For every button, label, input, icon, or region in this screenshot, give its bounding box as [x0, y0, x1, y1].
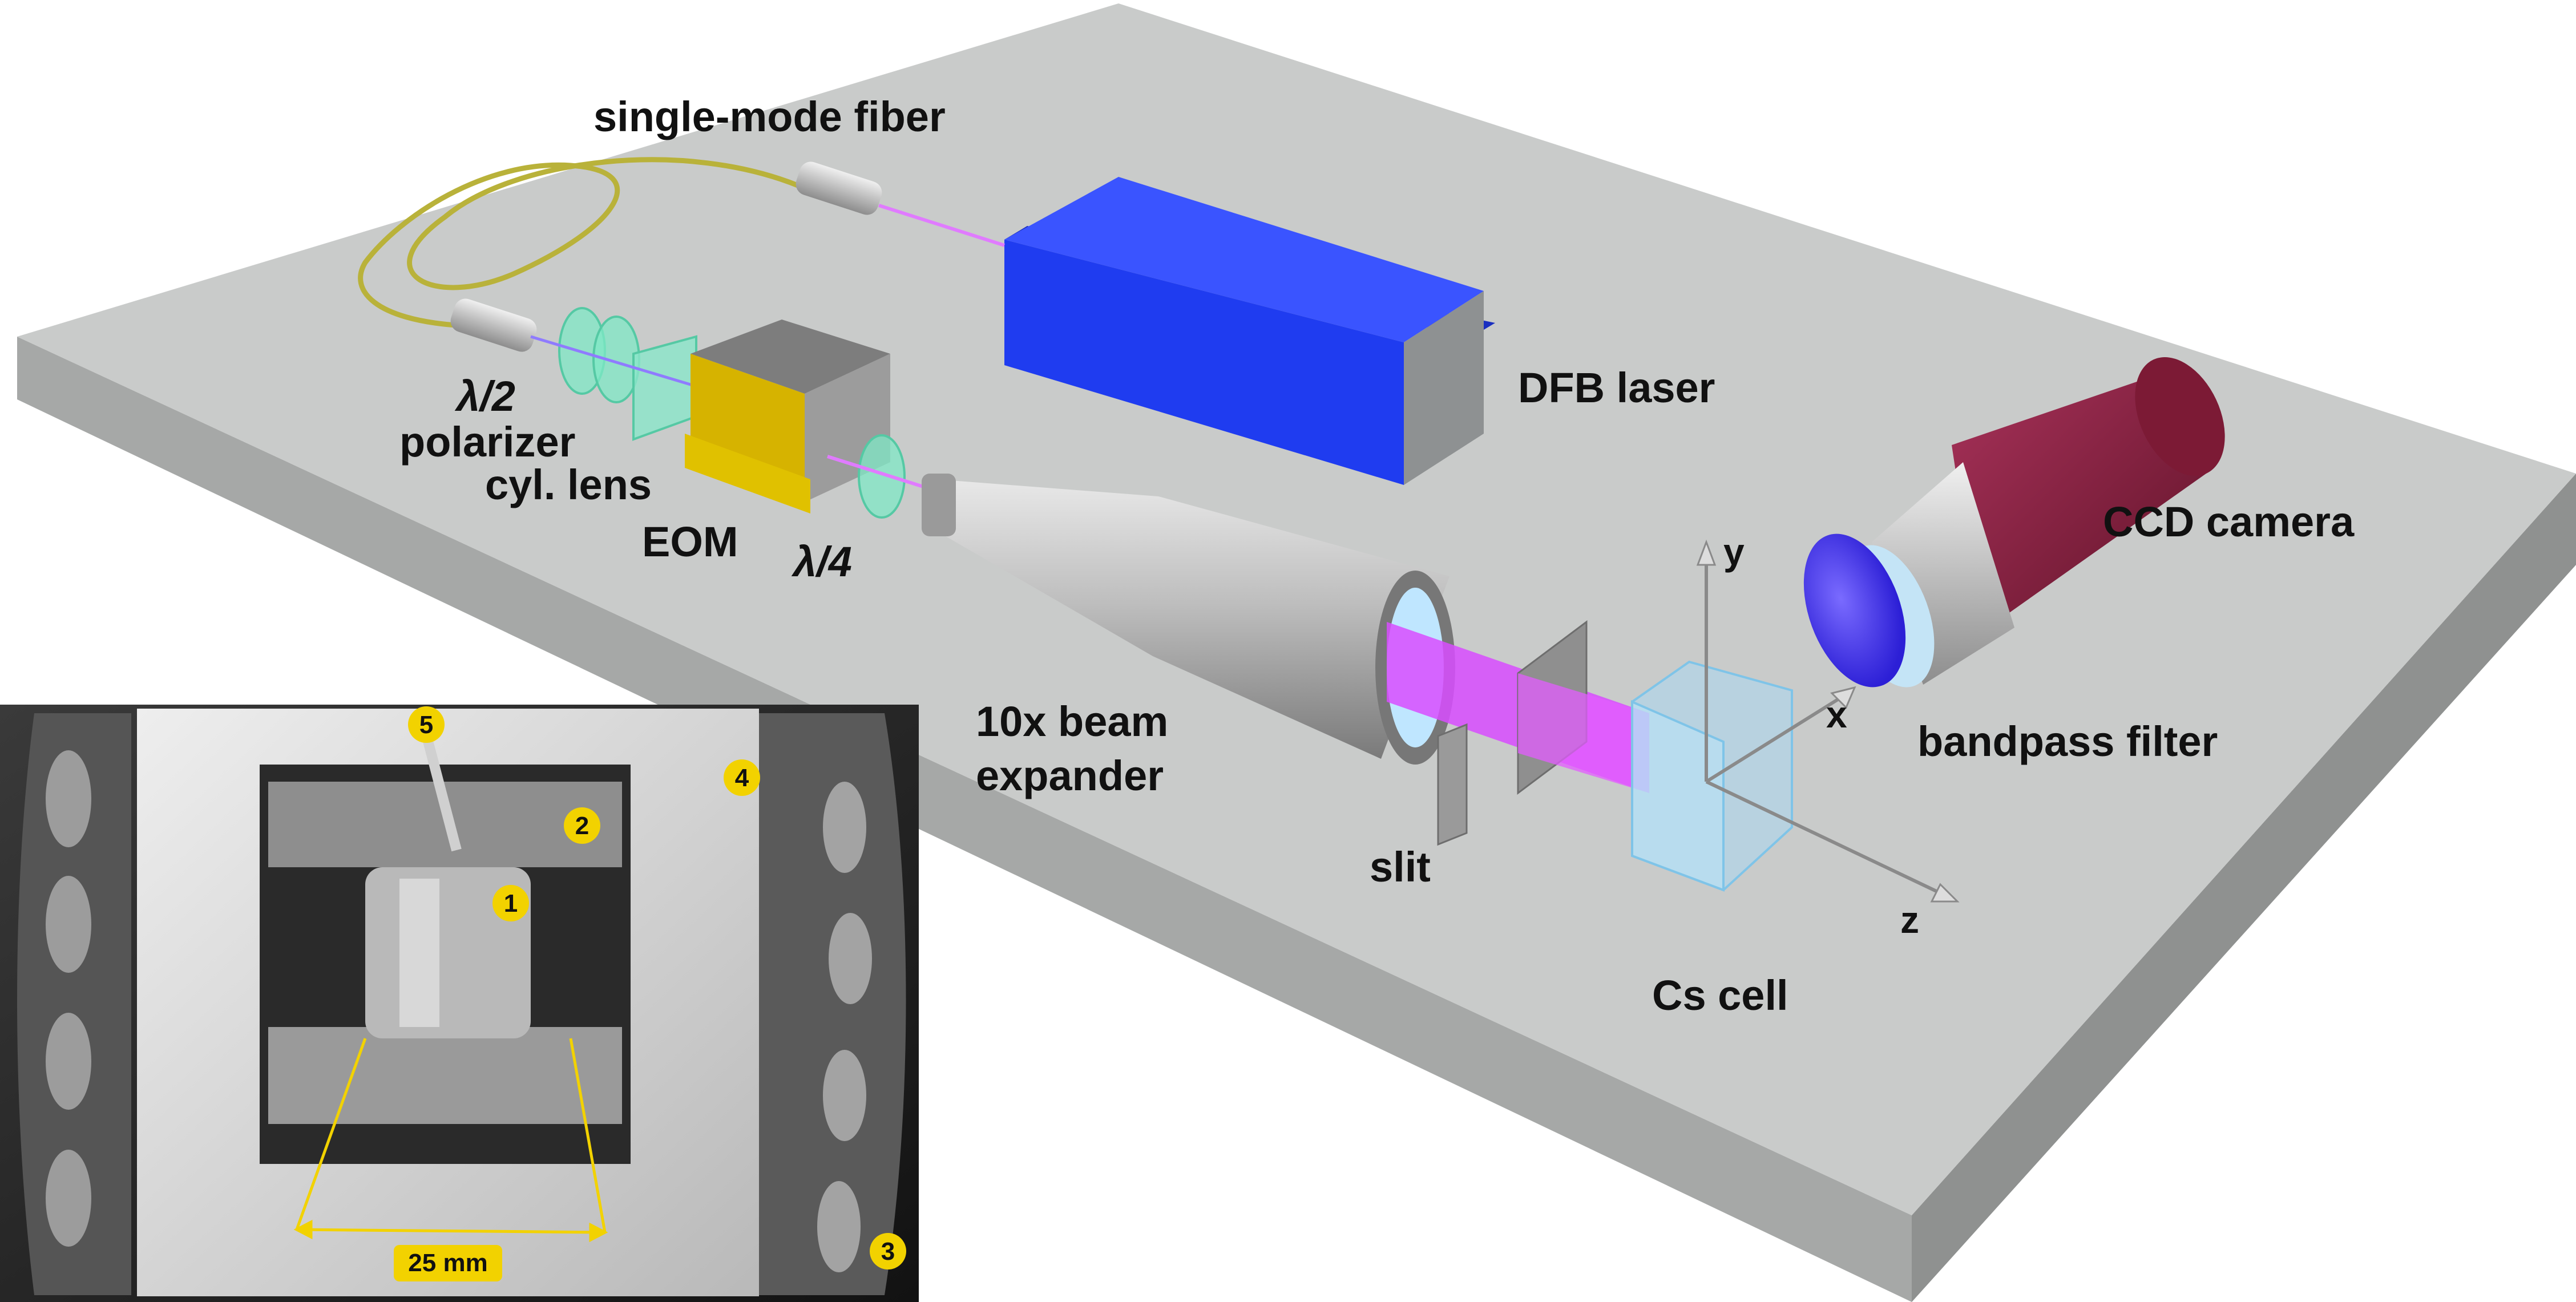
label-beam-expander-2: expander: [976, 752, 1164, 799]
label-axis-y: y: [1723, 531, 1745, 573]
axis-z-arrow: [1930, 883, 1960, 903]
photo-probe: [420, 729, 462, 852]
dfb-laser-top: [1004, 177, 1484, 342]
eom-base: [685, 434, 810, 513]
label-dfb-laser: DFB laser: [1518, 364, 1715, 411]
axis-y-arrow: [1696, 539, 1717, 566]
eom-top: [691, 320, 890, 394]
badge-5-text: 5: [419, 711, 433, 739]
dfb-laser-end: [1404, 291, 1484, 485]
photo-badge-4: 4: [724, 759, 760, 796]
ccd-camera: [1843, 357, 2225, 688]
label-slit: slit: [1370, 843, 1431, 891]
photo-flange-left-holes: [46, 750, 91, 1247]
photo-badge-2: 2: [564, 807, 600, 844]
axis-z-line: [1705, 780, 1947, 897]
fiber-coupler-bottom: [450, 298, 537, 352]
photo-badge-1: 1: [492, 885, 529, 921]
label-axis-z: z: [1900, 899, 1919, 941]
axes: [1696, 539, 1960, 903]
dfb-laser: [1004, 177, 1495, 485]
beam-post-eom: [827, 455, 936, 492]
label-lambda-quarter: λ/4: [791, 538, 852, 585]
waveplate-lambda-quarter: [858, 434, 906, 519]
bandpass-filter-element: [1803, 533, 1906, 688]
badge-3-text: 3: [881, 1238, 895, 1265]
label-beam-expander-1: 10x beam: [976, 698, 1168, 745]
label-eom: EOM: [642, 518, 738, 565]
table-front-left: [17, 337, 1912, 1302]
axis-x-line: [1705, 694, 1844, 783]
badge-4-text: 4: [735, 764, 749, 792]
photo-flange-left: [17, 713, 131, 1295]
beam-through-cell: [1518, 673, 1649, 793]
photo-badge-3: 3: [870, 1233, 906, 1269]
badge-1-text: 1: [504, 889, 518, 917]
beam-pre-eom: [530, 335, 702, 390]
cs-cell: [1631, 660, 1793, 892]
photo-inset: 25 mm 1 2 3 4 5: [0, 705, 919, 1302]
axis-x-arrow: [1830, 686, 1856, 709]
slit-blade-front: [1437, 723, 1468, 846]
expander-cone: [936, 479, 1449, 759]
label-polarizer: polarizer: [399, 418, 575, 466]
photo-cylinder-highlight: [399, 879, 439, 1027]
label-ccd-camera: CCD camera: [2103, 498, 2355, 545]
table-front-right: [1912, 474, 2576, 1302]
cs-cell-front: [1631, 699, 1725, 892]
photo-scale-label: 25 mm: [394, 1245, 502, 1281]
label-lambda-half: λ/2: [454, 373, 515, 420]
photo-mount-bottom: [268, 1027, 622, 1124]
photo-flange-right-holes: [817, 782, 872, 1272]
label-axis-x: x: [1826, 693, 1847, 735]
scale-label-text: 25 mm: [408, 1249, 487, 1277]
single-mode-fiber: [358, 157, 806, 328]
label-bandpass-filter: bandpass filter: [1917, 718, 2218, 765]
label-cs-cell: Cs cell: [1652, 972, 1788, 1019]
labels: single-mode fiber DFB laser λ/2 polarize…: [399, 93, 2355, 1019]
fiber-coupler-top: [796, 161, 1005, 247]
badge-2-text: 2: [575, 812, 589, 840]
ccd-rear-cap: [2135, 357, 2225, 476]
label-cyl-lens: cyl. lens: [485, 461, 652, 508]
dfb-laser-side: [1004, 240, 1404, 485]
photo-badge-5: 5: [408, 706, 445, 743]
photo-scale-bar: [293, 1038, 608, 1243]
fiber-cable: [358, 157, 806, 328]
photo-flange-right: [753, 713, 906, 1295]
label-single-mode-fiber: single-mode fiber: [593, 93, 946, 140]
